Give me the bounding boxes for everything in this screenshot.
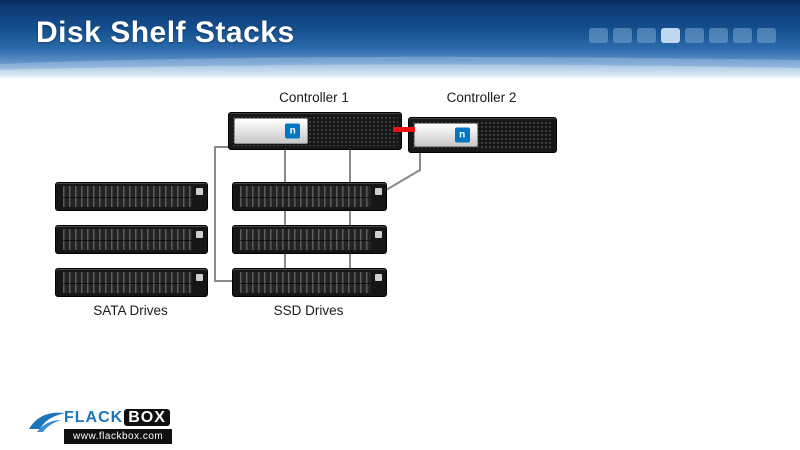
shelf-indicator: [375, 188, 382, 195]
brand-website: www.flackbox.com: [64, 429, 173, 444]
shelf-indicator: [196, 274, 203, 281]
netapp-logo-icon: n: [285, 123, 301, 139]
shelf-indicator: [375, 274, 382, 281]
brand-box: BOX: [124, 409, 170, 426]
progress-square: [613, 28, 632, 43]
ssd-disk-shelf-1: [232, 182, 387, 211]
ssd-disk-shelf-2: [232, 225, 387, 254]
shelf-indicator: [196, 231, 203, 238]
slide-title: Disk Shelf Stacks: [36, 16, 295, 49]
header-swoosh: [0, 56, 800, 78]
drive-slots: [240, 186, 371, 207]
ssd-disk-shelf-3: [232, 268, 387, 297]
drive-slots: [240, 272, 371, 293]
netapp-logo-icon: n: [454, 127, 470, 143]
controller2-label: Controller 2: [446, 90, 517, 105]
progress-square: [637, 28, 656, 43]
controller-front-panel: n: [234, 118, 309, 144]
controller1-appliance: n: [228, 112, 402, 150]
sata-disk-shelf-2: [55, 225, 208, 254]
progress-square-active: [661, 28, 680, 43]
controller2-appliance: n: [408, 117, 557, 153]
ssd-drives-label: SSD Drives: [273, 303, 344, 318]
progress-indicator: [589, 28, 776, 43]
progress-square: [685, 28, 704, 43]
progress-square: [757, 28, 776, 43]
progress-square: [733, 28, 752, 43]
shelf-indicator: [196, 188, 203, 195]
drive-slots: [63, 186, 192, 207]
slide-header: Disk Shelf Stacks: [0, 0, 800, 78]
controller-front-panel: n: [414, 123, 478, 147]
controller1-label: Controller 1: [279, 90, 349, 105]
flackbox-bird-icon: [29, 412, 65, 432]
progress-square: [589, 28, 608, 43]
drive-slots: [63, 272, 192, 293]
sata-disk-shelf-1: [55, 182, 208, 211]
sata-disk-shelf-3: [55, 268, 208, 297]
brand-flack: FLACK: [64, 409, 124, 426]
sata-drives-label: SATA Drives: [93, 303, 168, 318]
drive-slots: [63, 229, 192, 250]
red-cable: [393, 127, 415, 132]
shelf-indicator: [375, 231, 382, 238]
drive-slots: [240, 229, 371, 250]
progress-square: [709, 28, 728, 43]
